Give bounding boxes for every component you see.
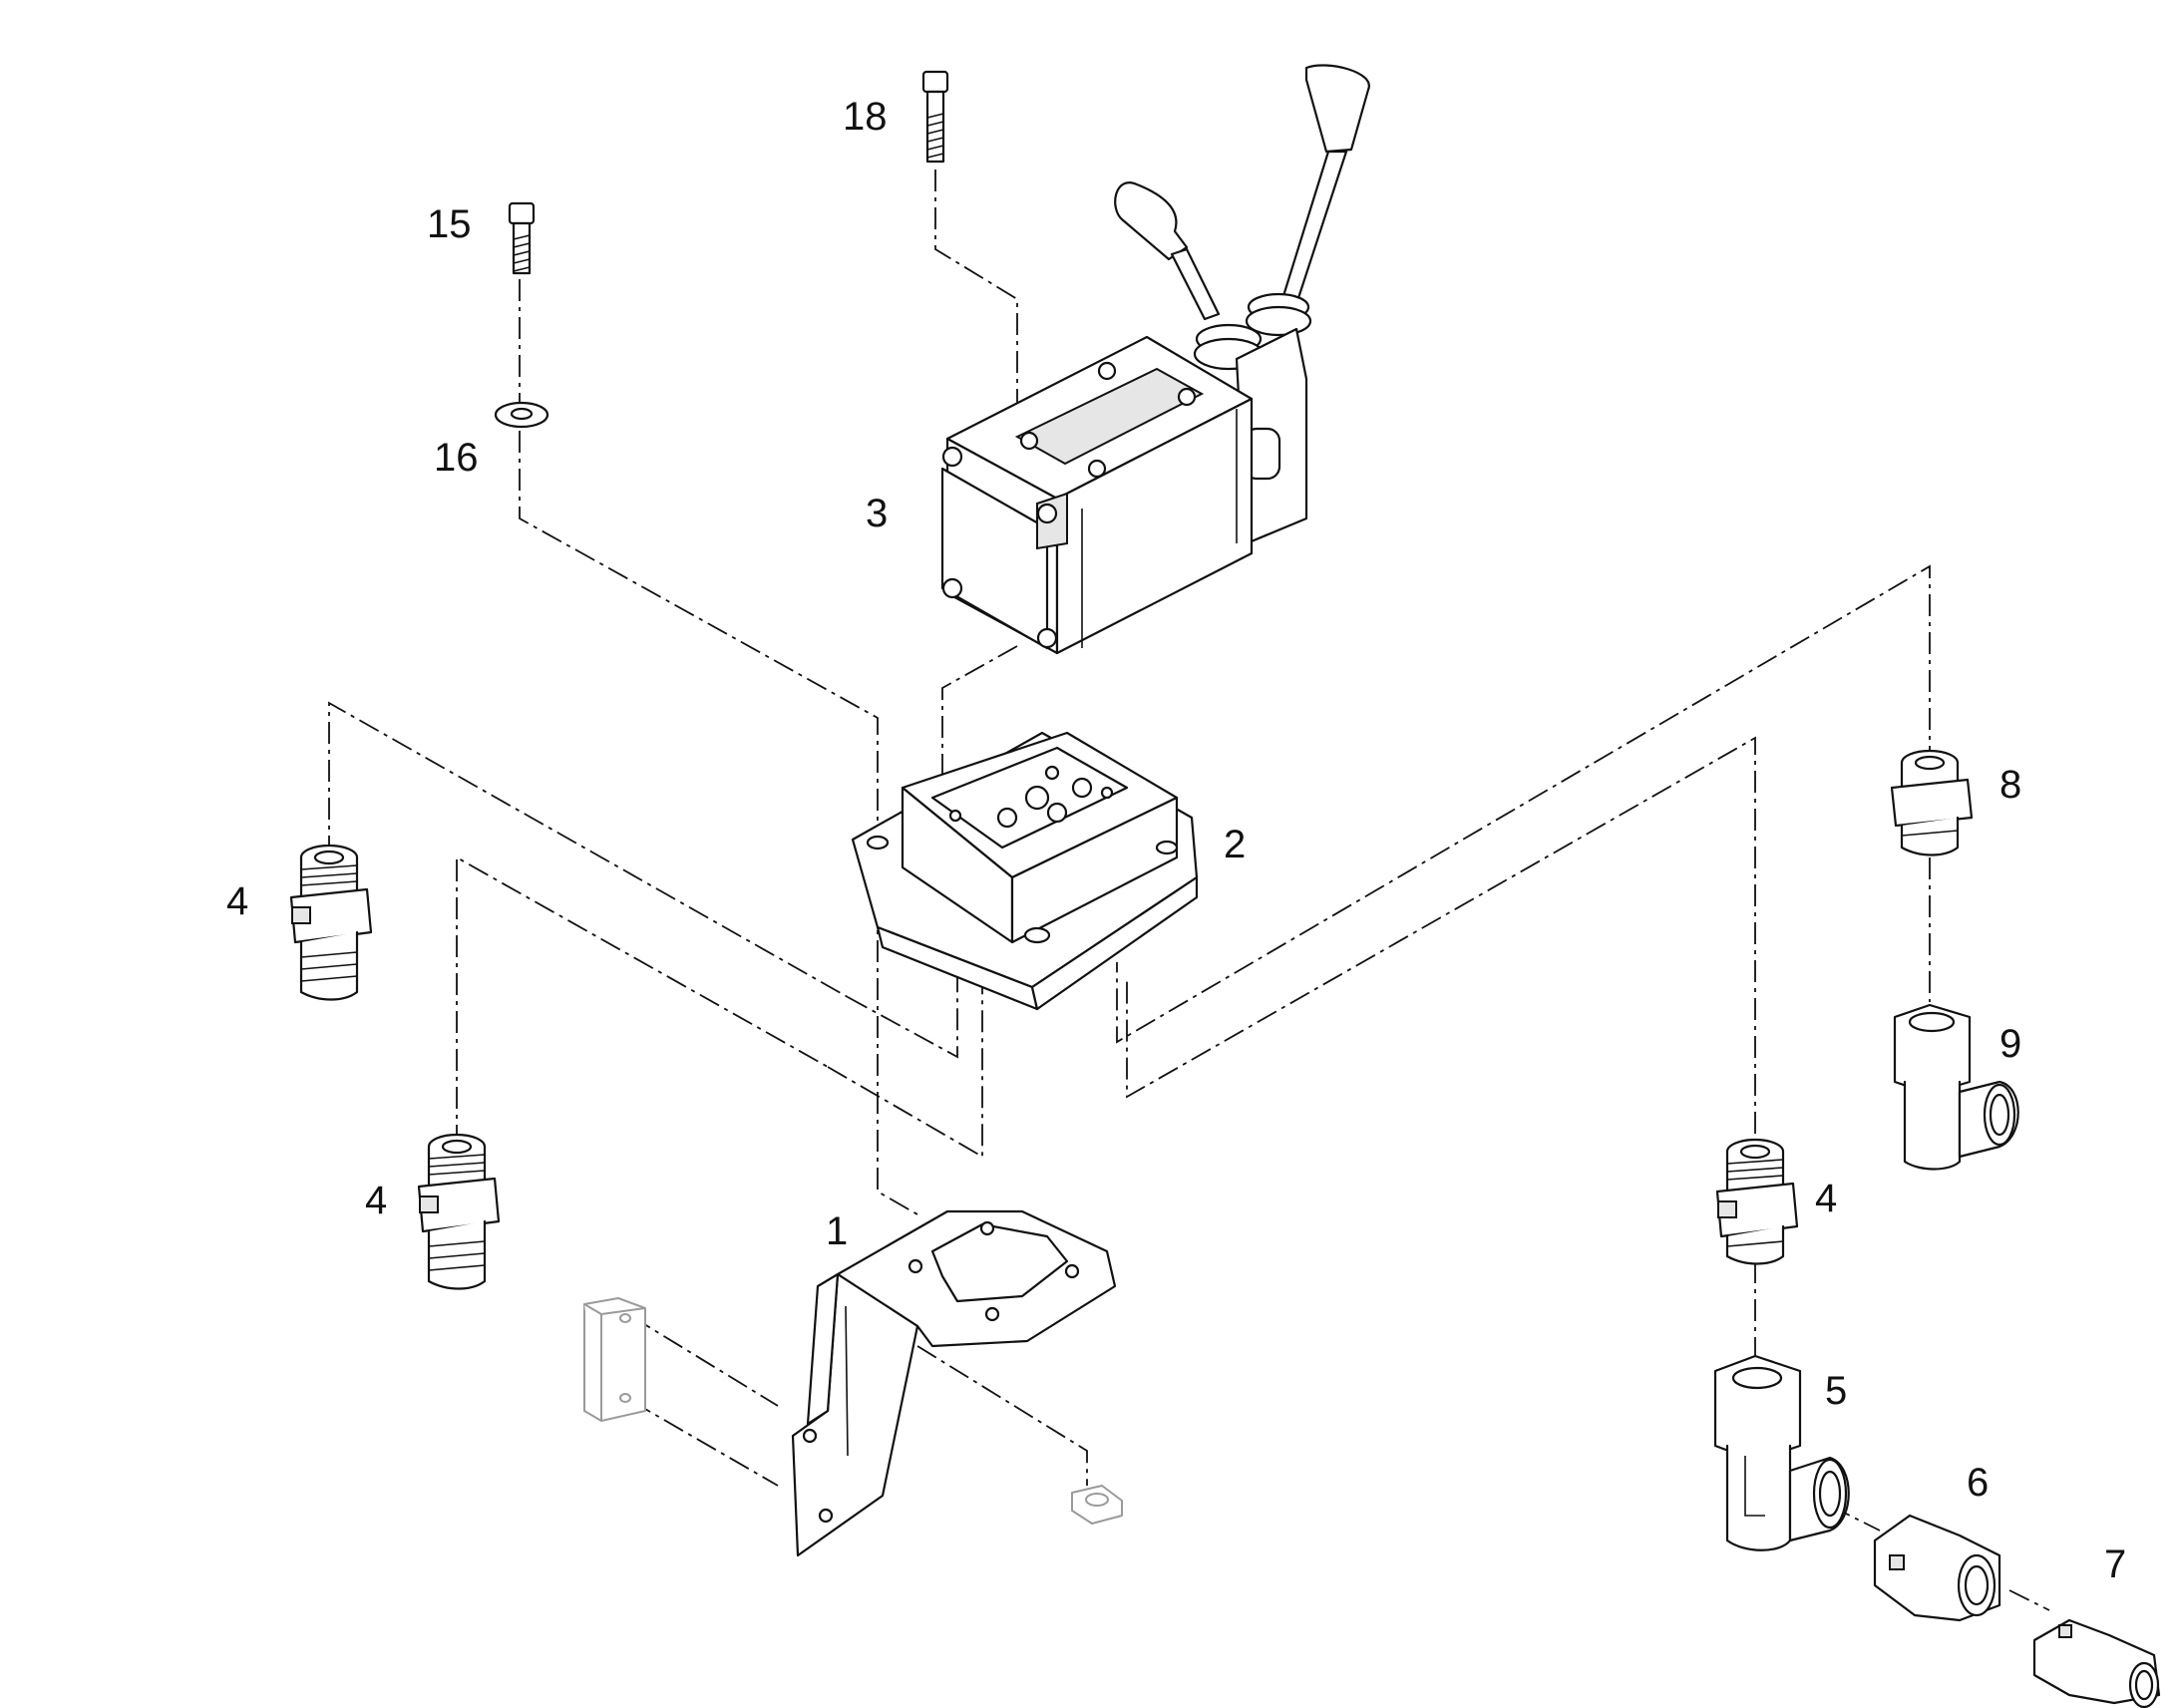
callout-18: 18 [843, 95, 888, 139]
axis-line-block-top [630, 1315, 779, 1407]
assembly-lines [328, 170, 2050, 1611]
callout-4b: 4 [365, 1179, 387, 1222]
screw-18-icon [921, 70, 949, 164]
union-nut-6-icon [1873, 1514, 2001, 1622]
callout-16: 16 [434, 436, 479, 480]
callout-2: 2 [1224, 823, 1246, 866]
callout-15: 15 [427, 202, 472, 246]
fitting-4c-icon [1715, 1138, 1799, 1265]
fitting-4b-icon [417, 1133, 501, 1290]
callout-labels: 18 15 16 3 2 4 4 4 1 8 9 5 6 7 [226, 95, 2126, 1586]
axis-line-block-bottom [630, 1400, 779, 1487]
callout-8: 8 [1999, 763, 2021, 807]
washer-16-icon [494, 401, 549, 429]
callout-1: 1 [826, 1209, 848, 1253]
axis-line-nut [916, 1345, 1088, 1486]
backing-block-icon [583, 1297, 646, 1422]
tee-9-icon [1893, 1003, 2019, 1171]
axis-line-fitting-4a-return [847, 957, 958, 1059]
callout-6: 6 [1967, 1461, 1989, 1505]
axis-line-screw-18 [934, 170, 1018, 419]
axis-line-6-to-7 [2008, 1589, 2050, 1611]
callout-9: 9 [1999, 1022, 2021, 1066]
screw-15-icon [508, 201, 536, 275]
axis-line-fitting-8 [1116, 564, 1931, 1044]
callout-5: 5 [1825, 1369, 1847, 1413]
axis-line-fitting-4c [1126, 736, 1756, 1172]
axis-line-screw-15 [519, 279, 918, 1215]
fitting-8-icon [1890, 749, 1974, 856]
connector-7-icon [2032, 1618, 2161, 1708]
bracket-1-icon [791, 1209, 1117, 1557]
callout-7: 7 [2104, 1542, 2126, 1586]
subplate-2-icon [851, 731, 1199, 1011]
directional-valve-3-icon [940, 64, 1370, 655]
axis-line-fitting-4b-return [827, 977, 983, 1159]
fitting-4a-icon [289, 844, 373, 1001]
callout-3: 3 [866, 492, 888, 535]
callout-4a: 4 [226, 879, 248, 923]
axis-line-fitting-4a [328, 701, 849, 998]
callout-4c: 4 [1815, 1177, 1837, 1220]
tee-5-icon [1713, 1354, 1850, 1551]
axis-line-fitting-4b [456, 855, 829, 1147]
lock-nut-icon [1071, 1485, 1123, 1525]
